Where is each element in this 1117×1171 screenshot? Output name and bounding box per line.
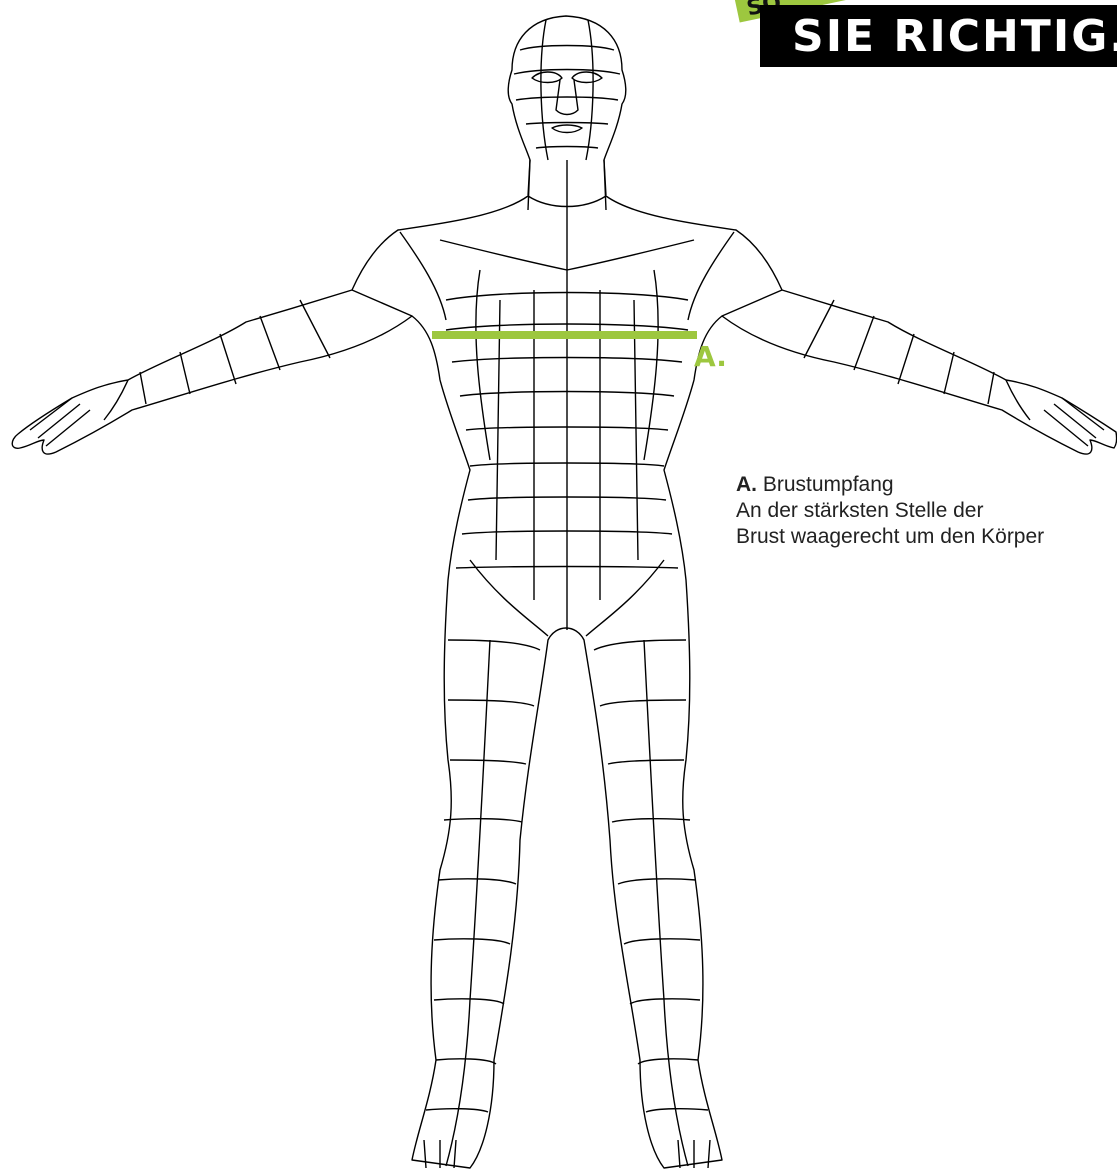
- legend-heading: A. Brustumpfang: [736, 472, 1044, 498]
- chest-marker-label: A.: [694, 340, 727, 373]
- chest-measure-line: [432, 331, 697, 339]
- measurement-legend: A. Brustumpfang An der stärksten Stelle …: [736, 472, 1044, 550]
- legend-letter: A.: [736, 473, 757, 496]
- legend-line-2: Brust waagerecht um den Körper: [736, 524, 1044, 550]
- legend-line-1: An der stärksten Stelle der: [736, 498, 1044, 524]
- legend-name: Brustumpfang: [763, 473, 894, 496]
- body-outline: [12, 16, 1116, 1168]
